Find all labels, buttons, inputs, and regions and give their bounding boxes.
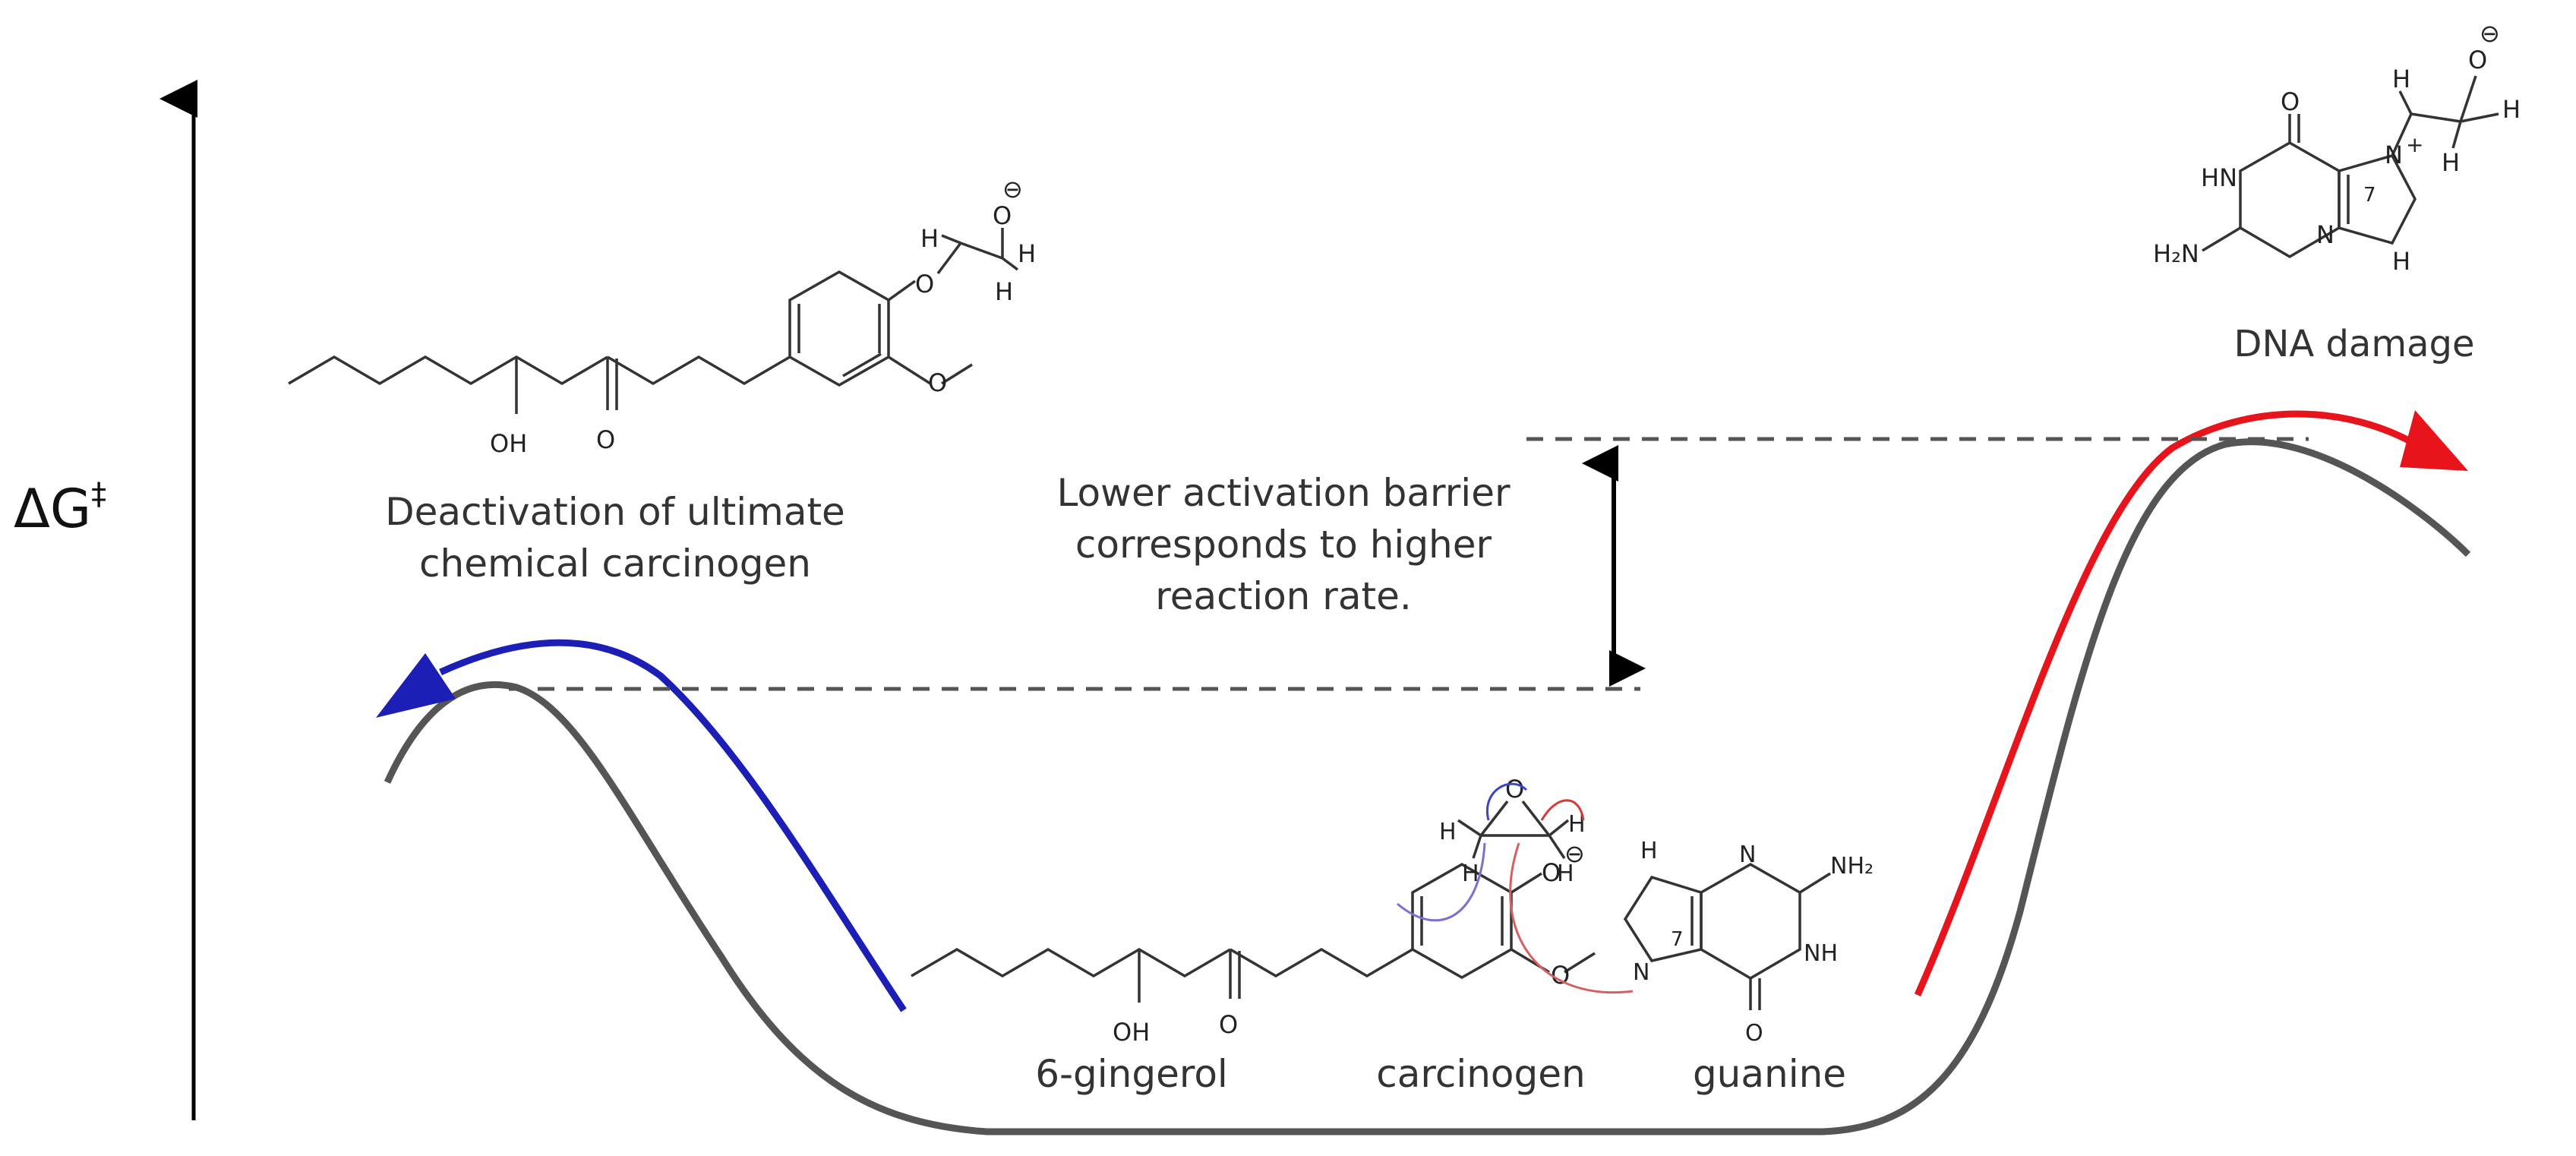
adduct-nh: H	[2392, 247, 2410, 276]
adduct-carbonyl-o: O	[2281, 87, 2300, 116]
guanine-seven: 7	[1671, 928, 1684, 951]
guanine-nh2: NH₂	[1830, 853, 1874, 880]
delta-g-symbol: ΔG	[14, 478, 92, 540]
adduct-hn: HN	[2201, 163, 2237, 192]
dna-damage-arrow	[1914, 410, 2425, 996]
guanine-n3: N	[1739, 842, 1756, 868]
gingerol-minus: ⊖	[1564, 839, 1585, 868]
attack-arrow-gingerol	[1397, 842, 1486, 922]
deactivated-gingerol-structure	[288, 228, 1019, 414]
barrier-line-1: Lower activation barrier	[1056, 471, 1511, 515]
attack-arrow-guanine	[1509, 842, 1634, 993]
gingerol-phenoxide-o: O	[1542, 858, 1561, 887]
epoxide-h4: H	[1557, 861, 1574, 887]
guanine-nh: NH	[1804, 940, 1838, 967]
energy-curve	[384, 438, 2471, 1135]
epoxide-h1: H	[1439, 819, 1457, 845]
barrier-line-3: reaction rate.	[1155, 574, 1412, 618]
deactivation-line-1: Deactivation of ultimate	[385, 490, 845, 534]
adduct-h2: H	[2502, 95, 2521, 124]
gingerol-structure	[911, 862, 1596, 1003]
guanine-structure	[1623, 862, 1831, 1010]
delta-g-label: ΔG‡	[14, 477, 106, 540]
guanine-label: guanine	[1692, 1052, 1847, 1096]
epoxide-structure	[1457, 800, 1570, 859]
gingerol-ketone-o: O	[1219, 1010, 1238, 1039]
delta-g-double-dagger: ‡	[91, 477, 107, 512]
adduct-minus: ⊖	[2480, 19, 2500, 48]
deactivation-arrowhead	[376, 653, 456, 718]
deactivated-methoxy-o: O	[928, 368, 947, 397]
barrier-label: Lower activation barrier corresponds to …	[987, 467, 1580, 622]
deactivated-ketone-o: O	[596, 425, 615, 454]
gingerol-oh: OH	[1113, 1018, 1150, 1047]
deactivated-minus: ⊖	[1002, 175, 1023, 204]
deactivated-alkoxide-o: O	[993, 201, 1012, 230]
epoxide-h3: H	[1568, 811, 1586, 838]
deactivation-line-2: chemical carcinogen	[419, 542, 811, 586]
adduct-h2n: H₂N	[2153, 239, 2199, 268]
adduct-n3: N	[2316, 220, 2334, 249]
guanine-h9: H	[1640, 838, 1658, 864]
barrier-line-2: corresponds to higher	[1075, 523, 1492, 567]
adduct-plus: +	[2406, 132, 2423, 157]
deactivated-ether-o: O	[915, 270, 934, 298]
deactivated-h3: H	[995, 277, 1013, 306]
gingerol-label: 6-gingerol	[1035, 1052, 1228, 1096]
guanine-carbonyl-o: O	[1745, 1020, 1763, 1047]
adduct-h1: H	[2392, 65, 2410, 93]
deactivated-oh: OH	[490, 429, 527, 458]
dna-damage-label: DNA damage	[2233, 323, 2475, 365]
deactivated-h2: H	[1018, 239, 1036, 268]
guanine-n7: N	[1633, 959, 1649, 986]
carcinogen-label: carcinogen	[1376, 1052, 1586, 1096]
epoxide-o: O	[1505, 775, 1524, 804]
adduct-alkoxide-o: O	[2468, 46, 2487, 74]
deactivation-arrow	[439, 639, 907, 1012]
epoxide-h2: H	[1462, 861, 1479, 887]
adduct-h3: H	[2442, 148, 2460, 177]
deactivation-label: Deactivation of ultimate chemical carcin…	[319, 486, 911, 589]
adduct-n7: N	[2385, 141, 2403, 169]
adduct-seven: 7	[2363, 184, 2376, 207]
gingerol-methoxy-o: O	[1551, 961, 1570, 990]
dna-damage-arrowhead	[2400, 410, 2468, 471]
dna-adduct-structure	[2202, 75, 2499, 259]
attack-arrow-red-top	[1540, 799, 1585, 821]
deactivated-h1: H	[920, 224, 939, 253]
attack-arrow-blue-top	[1485, 782, 1528, 821]
